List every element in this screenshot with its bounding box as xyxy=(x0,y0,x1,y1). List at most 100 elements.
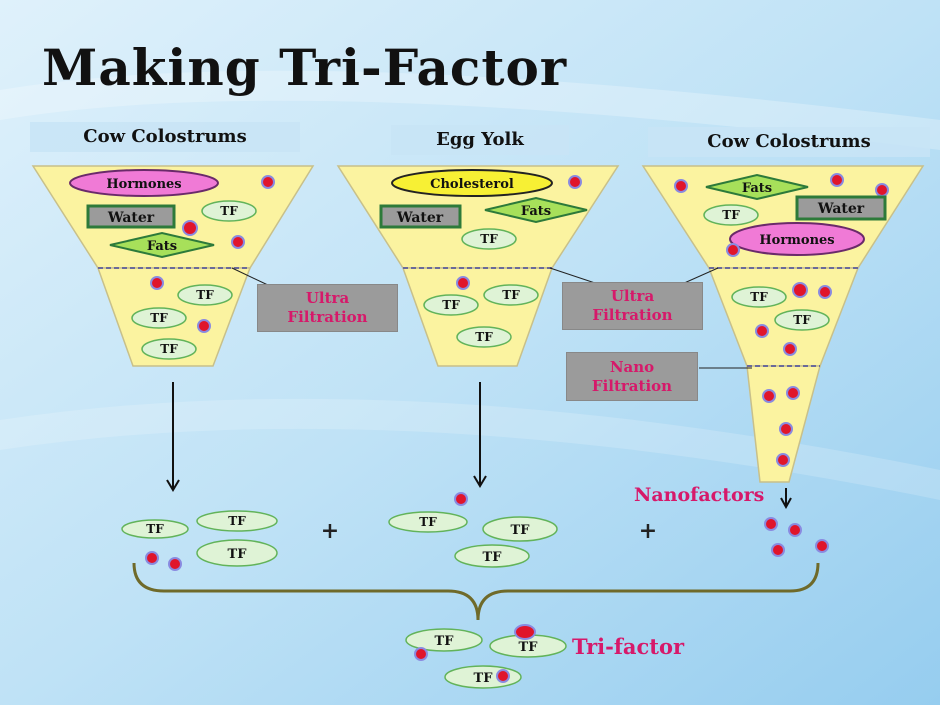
tf-label: TF xyxy=(220,204,238,218)
nanofactors-label: Nanofactors xyxy=(634,484,765,506)
dot xyxy=(496,669,510,683)
tf-label: TF xyxy=(483,550,503,565)
water-box-left: Water xyxy=(86,204,176,229)
ultra-label: Ultra xyxy=(610,287,655,305)
tf-label: TF xyxy=(228,547,248,562)
tf-oval: TF xyxy=(423,294,479,316)
fats-label: Fats xyxy=(521,204,551,219)
tf-oval: TF xyxy=(483,284,539,306)
tf-oval: TF xyxy=(774,309,830,331)
tf-oval: TF xyxy=(703,204,759,226)
cholesterol-oval: Cholesterol xyxy=(391,169,553,197)
tf-oval: TF xyxy=(177,284,233,306)
hormones-label: Hormones xyxy=(106,177,181,192)
water-box-middle: Water xyxy=(379,204,462,229)
plus-sign: + xyxy=(639,518,657,544)
water-label: Water xyxy=(396,210,444,226)
column-header-left: Cow Colostrums xyxy=(30,122,300,152)
water-label: Water xyxy=(817,201,865,217)
hormones-oval-right: Hormones xyxy=(729,222,865,256)
tf-label: TF xyxy=(511,523,531,538)
tf-label: TF xyxy=(474,671,494,686)
cholesterol-label: Cholesterol xyxy=(430,177,514,192)
tf-oval: TF xyxy=(141,338,197,360)
tf-oval: TF xyxy=(461,228,517,250)
dot xyxy=(764,517,778,531)
dot xyxy=(454,492,468,506)
page-title: Making Tri-Factor xyxy=(42,38,568,97)
dot xyxy=(875,183,889,197)
dot xyxy=(726,243,740,257)
dot xyxy=(762,389,776,403)
hormones-label: Hormones xyxy=(759,233,834,248)
ultra-filtration-box-middle: Ultra Filtration xyxy=(562,282,703,330)
tf-label: TF xyxy=(502,288,520,302)
fats-diamond-right: Fats xyxy=(705,173,809,201)
tf-oval: TF xyxy=(405,628,483,652)
tf-oval: TF xyxy=(196,539,278,567)
fats-diamond-left: Fats xyxy=(109,231,215,259)
connector-lines xyxy=(231,267,752,369)
fats-label: Fats xyxy=(147,239,177,254)
dot xyxy=(261,175,275,189)
tf-oval: TF xyxy=(388,511,468,533)
dot xyxy=(231,235,245,249)
plus-sign: + xyxy=(321,518,339,544)
hormones-oval-left: Hormones xyxy=(69,169,219,197)
tf-oval: TF xyxy=(454,544,530,568)
tf-oval: TF xyxy=(121,519,189,539)
dot xyxy=(788,523,802,537)
tri-factor-label: Tri-factor xyxy=(572,634,685,659)
dot xyxy=(786,386,800,400)
dot xyxy=(779,422,793,436)
funnel-left: Hormones Water TF Fats TF TF xyxy=(31,165,315,367)
tf-label: TF xyxy=(475,330,493,344)
down-arrows xyxy=(166,382,792,510)
dot xyxy=(414,647,428,661)
tf-label: TF xyxy=(228,514,246,528)
dot xyxy=(197,319,211,333)
tf-label: TF xyxy=(146,522,164,536)
filtration-label: Filtration xyxy=(287,308,368,326)
tf-oval: TF xyxy=(456,326,512,348)
tf-oval: TF xyxy=(482,516,558,542)
result-left: TF TF TF xyxy=(121,510,278,571)
fats-label: Fats xyxy=(742,181,772,196)
tf-oval: TF xyxy=(196,510,278,532)
tf-oval: TF xyxy=(131,307,187,329)
tf-label: TF xyxy=(419,515,437,529)
dot xyxy=(568,175,582,189)
water-label: Water xyxy=(107,210,155,226)
result-middle: TF TF TF xyxy=(388,492,558,568)
tf-label: TF xyxy=(480,232,498,246)
tf-oval: TF xyxy=(201,200,257,222)
dot xyxy=(145,551,159,565)
column-header-right: Cow Colostrums xyxy=(648,127,930,157)
tf-label: TF xyxy=(442,298,460,312)
dot xyxy=(783,342,797,356)
fats-diamond-middle: Fats xyxy=(484,196,588,224)
dot xyxy=(815,539,829,553)
dot xyxy=(818,285,832,299)
dot xyxy=(792,282,808,298)
tf-label: TF xyxy=(160,342,178,356)
dot xyxy=(755,324,769,338)
tf-label: TF xyxy=(196,288,214,302)
dot xyxy=(771,543,785,557)
dot xyxy=(168,557,182,571)
ultra-label: Ultra xyxy=(305,289,350,307)
tf-oval: TF xyxy=(731,286,787,308)
column-header-middle: Egg Yolk xyxy=(391,125,569,155)
nano-filtration-box: Nano Filtration xyxy=(566,352,698,401)
dot xyxy=(514,624,536,640)
dot xyxy=(776,453,790,467)
dot xyxy=(830,173,844,187)
dot xyxy=(182,220,198,236)
curly-brace xyxy=(132,562,820,621)
dot xyxy=(150,276,164,290)
funnel-middle: Cholesterol Water Fats TF TF TF TF xyxy=(336,165,620,367)
tf-label: TF xyxy=(435,634,455,649)
tf-label: TF xyxy=(722,208,740,222)
